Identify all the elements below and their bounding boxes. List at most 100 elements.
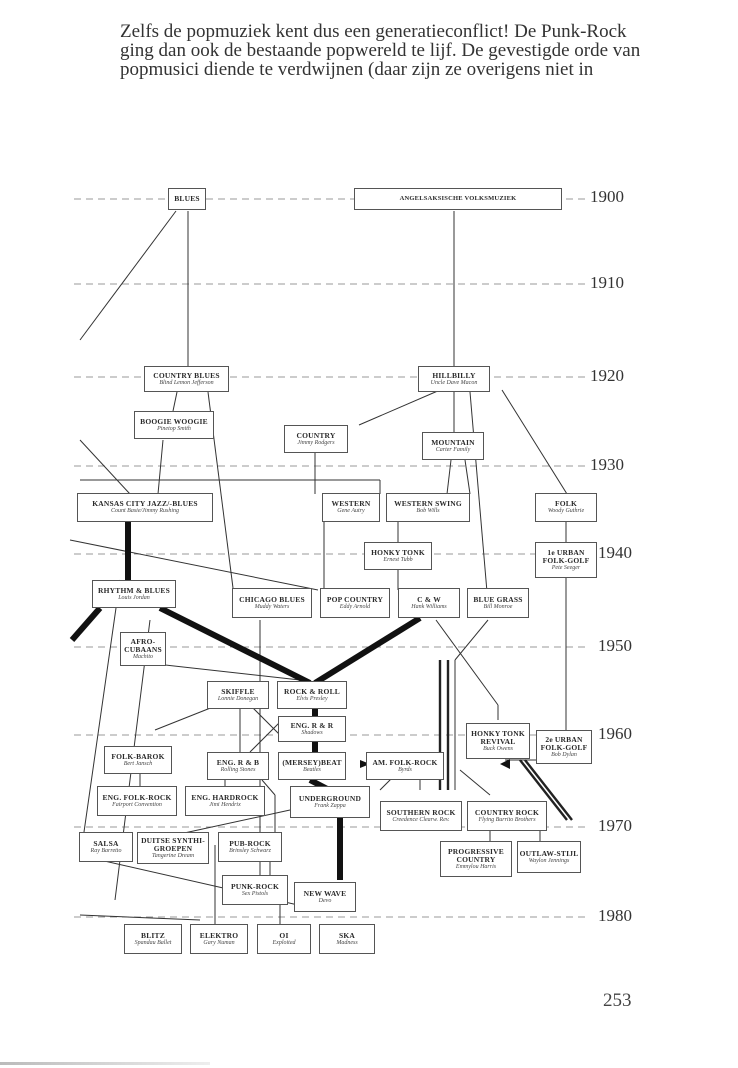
- arrow-amfolk-to-htrevival: [500, 759, 510, 769]
- year-label-1920: 1920: [590, 366, 624, 385]
- scan-edge-shadow: [0, 1062, 210, 1065]
- intro-line: ging dan ook de bestaande popwereld te l…: [120, 40, 641, 61]
- genre-artist: Carter Family: [435, 446, 471, 453]
- year-label-1960: 1960: [598, 724, 632, 743]
- genre-artist: Spandau Ballet: [134, 939, 172, 946]
- genre-artist: Exploited: [272, 939, 296, 946]
- genre-title: FOLK: [554, 499, 578, 509]
- genre-artist: Woody Guthrie: [547, 508, 585, 515]
- genre-artist: Bob Dylan: [551, 751, 577, 758]
- genre-title: BOOGIE WOOGIE: [140, 416, 208, 426]
- genre-title: WESTERN: [331, 499, 371, 509]
- year-label-1910: 1910: [590, 273, 624, 292]
- genre-artist: Jimi Hendrix: [209, 801, 241, 808]
- genre-title: HONKY TONK: [371, 547, 425, 557]
- genre-title: HONKY TONK REVIVAL: [471, 728, 525, 746]
- genre-artist: Madness: [336, 939, 358, 946]
- genre-artist: Buck Owens: [483, 745, 513, 752]
- genre-title: POP COUNTRY: [326, 594, 384, 604]
- intro-paragraph: Zelfs de popmuziek kent dus een generati…: [120, 21, 641, 79]
- genre-title: FOLK-BAROK: [111, 751, 165, 761]
- year-label-1980: 1980: [598, 906, 632, 925]
- genre-artist: Machito: [133, 653, 153, 660]
- genre-title: WESTERN SWING: [394, 499, 462, 509]
- genre-title: CHICAGO BLUES: [239, 594, 305, 604]
- genre-title: ELEKTRO: [199, 930, 239, 940]
- genre-artist: Elvis Presley: [296, 695, 328, 702]
- genre-title: OI: [279, 930, 289, 940]
- intro-line: Zelfs de popmuziek kent dus een generati…: [120, 21, 627, 42]
- genre-artist: Flying Burrito Brothers: [478, 816, 536, 823]
- genre-title: PROGRESSIVE COUNTRY: [448, 846, 504, 864]
- genre-artist: Hank Williams: [411, 603, 447, 610]
- genre-title: SKA: [338, 930, 356, 940]
- genre-artist: Pete Seeger: [551, 564, 581, 571]
- genre-artist: Gary Numan: [203, 939, 235, 946]
- genre-node-blues: BLUES: [168, 188, 206, 210]
- genre-artist: Fairport Convention: [112, 801, 162, 808]
- genre-title: PUB-ROCK: [229, 838, 271, 848]
- genre-title: AM. FOLK-ROCK: [372, 757, 438, 767]
- genre-title: UNDERGROUND: [298, 793, 362, 803]
- genre-title: SOUTHERN ROCK: [386, 807, 456, 817]
- genre-title: MOUNTAIN: [431, 437, 475, 447]
- genre-artist: Bert Jansch: [123, 760, 153, 767]
- genre-artist: Muddy Waters: [254, 603, 290, 610]
- genre-title: COUNTRY ROCK: [474, 807, 540, 817]
- genre-artist: Tangerine Dream: [151, 852, 195, 859]
- genre-title: BLUES: [174, 194, 200, 204]
- genre-artist: Pinetop Smith: [157, 425, 191, 432]
- genre-artist: Ernest Tubb: [383, 556, 413, 563]
- genre-title: RHYTHM & BLUES: [98, 585, 170, 595]
- genre-artist: Shadows: [301, 729, 323, 736]
- genre-title: PUNK-ROCK: [230, 881, 280, 891]
- genre-artist: Emmylou Harris: [455, 863, 497, 870]
- genre-title: ANGELSAKSISCHE VOLKSMUZIEK: [399, 194, 517, 202]
- genre-artist: Louis Jordan: [118, 594, 150, 601]
- genre-artist: Beatles: [303, 766, 321, 773]
- genre-artist: Jimmy Rodgers: [297, 439, 335, 446]
- genre-title: COUNTRY: [296, 430, 336, 440]
- year-label-1930: 1930: [590, 455, 624, 474]
- genre-artist: Waylon Jennings: [528, 857, 570, 864]
- genre-title: KANSAS CITY JAZZ/-BLUES: [92, 499, 198, 509]
- genre-title: 1e URBAN FOLK-GOLF: [542, 547, 590, 565]
- genre-artist: Blind Lemon Jefferson: [159, 379, 214, 386]
- genre-artist: Byrds: [398, 766, 412, 773]
- genre-artist: Bill Monroe: [483, 603, 513, 610]
- genre-title: 2e URBAN FOLK-GOLF: [540, 734, 588, 752]
- genre-artist: Sex Pistols: [241, 890, 269, 897]
- genre-title: BLUE GRASS: [473, 594, 523, 604]
